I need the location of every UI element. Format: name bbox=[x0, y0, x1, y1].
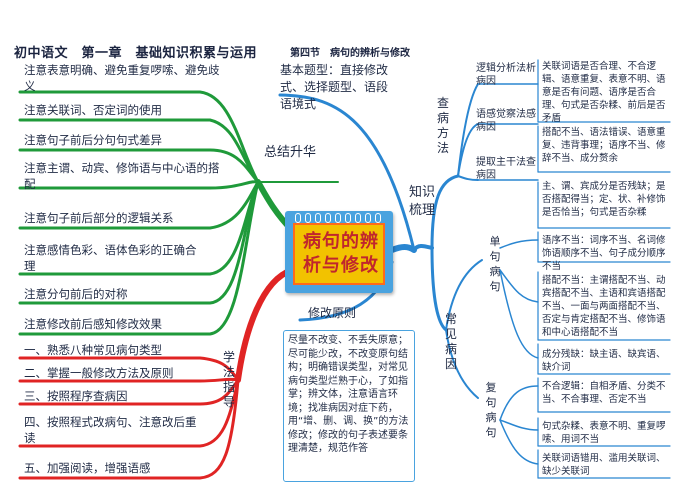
summary-item: 注意分句前后的对称 bbox=[24, 287, 128, 301]
single-cause-item: 成分残缺：缺主语、缺宾语、缺介词 bbox=[542, 349, 666, 373]
summary-item: 注意主谓、动宾、修饰语与中心语的搭配 bbox=[24, 161, 220, 191]
summary-label: 总结升华 bbox=[264, 145, 317, 160]
summary-item: 注意句子前后部分的逻辑关系 bbox=[24, 211, 174, 225]
principle-box bbox=[283, 330, 415, 482]
summary-item: 注意句子前后分句句式差异 bbox=[24, 133, 162, 147]
study-item: 五、加强阅读，增强语感 bbox=[24, 461, 151, 475]
knowledge-label: 知识梳理 bbox=[408, 185, 435, 218]
summary-item: 注意表意明确、避免重复啰嗦、避免歧义 bbox=[24, 63, 220, 93]
section-title: 第四节 病句的辨析与修改 bbox=[290, 48, 410, 59]
check-method-desc: 主、谓、宾成分是否残缺；是否搭配得当；定、状、补修饰是否恰当；句式是否杂糅 bbox=[542, 181, 666, 218]
common-causes-label: 常见病因 bbox=[444, 312, 457, 371]
check-method-name: 提取主干法查病因 bbox=[476, 157, 536, 181]
principle-label: 修改原则 bbox=[308, 306, 357, 320]
check-methods-label: 查病方法 bbox=[436, 96, 449, 155]
study-branch-lines bbox=[18, 267, 295, 480]
single-cause-item: 语序不当：词序不当、名词修饰语顺序不当、句子成分顺序不当 bbox=[542, 235, 666, 272]
compound-cause-item: 不合逻辑：自相矛盾、分类不当、不合事理、否定不当 bbox=[542, 381, 666, 405]
page-header: 初中语文 第一章 基础知识积累与运用 第四节 病句的辨析与修改 bbox=[0, 0, 673, 61]
central-topic-title: 病句的辨析与修改 bbox=[303, 231, 379, 276]
compound-cause-item: 关联词语错用、滥用关联词、缺少关联词 bbox=[542, 453, 666, 477]
principle-text: 尽量不改变、不丢失原意；尽可能少改，不改变原句结构；明确错误类型，对常见病句类型… bbox=[288, 335, 409, 454]
check-method-name: 语感觉察法感病因 bbox=[476, 109, 536, 133]
study-item: 一、熟悉八种常见病句类型 bbox=[24, 343, 162, 357]
check-method-desc: 搭配不当、语法错误、语意重复、违背事理；语序不当、修辞不当、成分赘余 bbox=[542, 127, 666, 164]
central-topic: 病句的辨析与修改 bbox=[285, 211, 393, 293]
compound-sentence-label: 复句病句 bbox=[485, 381, 497, 439]
study-item: 四、按照程式改病句、注意改后重读 bbox=[24, 415, 197, 445]
study-item: 三、按照程序查病因 bbox=[24, 389, 128, 403]
single-sentence-label: 单句病句 bbox=[489, 235, 501, 293]
summary-item: 注意修改前后感知修改效果 bbox=[24, 317, 162, 331]
summary-item: 注意感情色彩、语体色彩的正确合理 bbox=[24, 243, 197, 273]
binder-rings bbox=[295, 213, 383, 223]
check-method-name: 逻辑分析法析病因 bbox=[476, 63, 536, 87]
compound-cause-item: 句式杂糅、表意不明、重复啰嗦、用词不当 bbox=[542, 421, 666, 445]
summary-item: 注意关联词、否定词的使用 bbox=[24, 103, 162, 117]
study-label: 学法指导 bbox=[222, 350, 235, 409]
basic-question-types: 基本题型：直接修改式、选择题型、语段语境式 bbox=[280, 63, 389, 111]
check-method-desc: 关联词语是否合理、不合逻辑、语意重复、表意不明、语意是否有问题、语序是否合理、句… bbox=[542, 61, 666, 124]
central-topic-card: 病句的辨析与修改 bbox=[293, 223, 385, 285]
chapter-title: 初中语文 第一章 基础知识积累与运用 bbox=[14, 46, 258, 61]
single-cause-item: 搭配不当：主谓搭配不当、动宾搭配不当、主语和宾语搭配不当、一面与两面搭配不当、否… bbox=[542, 275, 666, 338]
study-item: 二、掌握一般修改方法及原则 bbox=[24, 366, 174, 380]
